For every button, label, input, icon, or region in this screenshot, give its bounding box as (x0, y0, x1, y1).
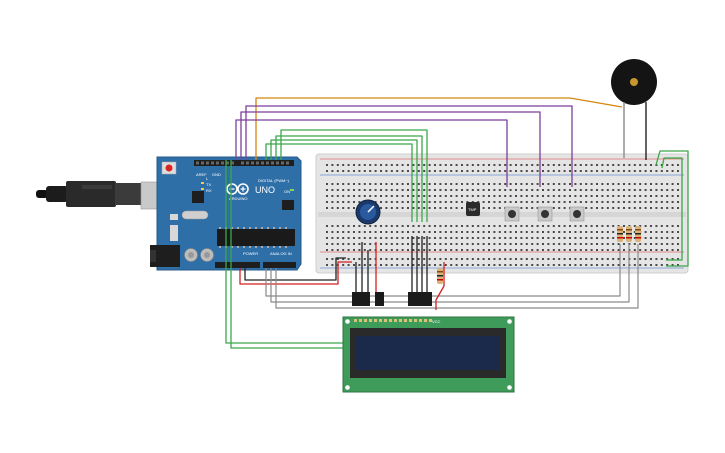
wire-green-d2[interactable] (270, 139, 418, 222)
wire-purple-1[interactable] (235, 119, 508, 187)
piezo-buzzer[interactable] (611, 59, 657, 160)
wire-green-d4[interactable] (280, 129, 428, 222)
analog-header-label: ANALOG IN (270, 251, 292, 256)
lcd-screen (356, 336, 500, 370)
pushbutton-2[interactable] (537, 206, 553, 222)
pushbutton-1[interactable] (504, 206, 520, 222)
breadboard[interactable] (315, 153, 689, 274)
breadboard-holes (326, 164, 679, 266)
gnd-label: GND (212, 172, 221, 177)
wire-black-gnd[interactable] (244, 257, 346, 281)
board-model: UNO (255, 185, 275, 195)
lcd-wire-connectors (352, 292, 432, 306)
usb-cable[interactable] (36, 181, 172, 210)
usb-chip (192, 191, 204, 203)
digital-header-label: DIGITAL (PWM~) (258, 178, 290, 183)
wire-orange[interactable] (255, 97, 623, 160)
wire-purple-3[interactable] (245, 105, 573, 187)
power-header-label: POWER (243, 251, 258, 256)
resistor-1[interactable] (617, 226, 623, 242)
crystal (181, 210, 209, 220)
wire-gray-a2[interactable] (270, 244, 630, 303)
pushbutton-3[interactable] (569, 206, 585, 222)
wire-green-lcd-1[interactable] (225, 160, 346, 344)
power-header (215, 262, 260, 268)
on-label: ON (284, 189, 290, 194)
rx-label: RX (206, 188, 212, 193)
atmega-chip (217, 229, 295, 246)
potentiometer[interactable] (355, 199, 381, 225)
analog-header (263, 262, 296, 268)
wire-green-d3[interactable] (275, 135, 423, 222)
board-brand: ARDUINO (229, 196, 247, 201)
digital-pins (196, 161, 289, 165)
wire-green-lcd-2[interactable] (230, 160, 346, 349)
dc-power-jack[interactable] (150, 245, 180, 267)
wires (225, 97, 689, 349)
aref-label: AREF (196, 172, 207, 177)
wire-gray-a1[interactable] (265, 244, 621, 297)
temperature-sensor[interactable]: TMP (466, 202, 480, 216)
wire-gray-a3[interactable] (275, 244, 639, 309)
wire-green-rail-1[interactable] (655, 150, 689, 267)
lcd-display[interactable]: VCC (342, 316, 515, 393)
wire-purple-2[interactable] (240, 111, 541, 187)
wire-green-d1[interactable] (265, 143, 413, 222)
wire-red-5v[interactable] (239, 261, 352, 285)
arduino-uno-board[interactable]: AREF GND DIGITAL (PWM~) UNO ARDUINO TX R… (150, 156, 302, 271)
resistor-2[interactable] (626, 226, 632, 242)
temp-sensor-label: TMP (468, 207, 477, 212)
resistor-lcd[interactable] (437, 268, 443, 284)
lcd-vcc-label: VCC (432, 319, 441, 324)
wire-lcd-backlight[interactable] (435, 262, 445, 310)
resistor-3[interactable] (635, 226, 641, 242)
l-label: L (206, 176, 209, 181)
tx-label: TX (206, 182, 211, 187)
arduino-logo (226, 183, 249, 195)
lcd-pin-header (354, 319, 432, 322)
wire-green-rail-2[interactable] (661, 157, 683, 261)
